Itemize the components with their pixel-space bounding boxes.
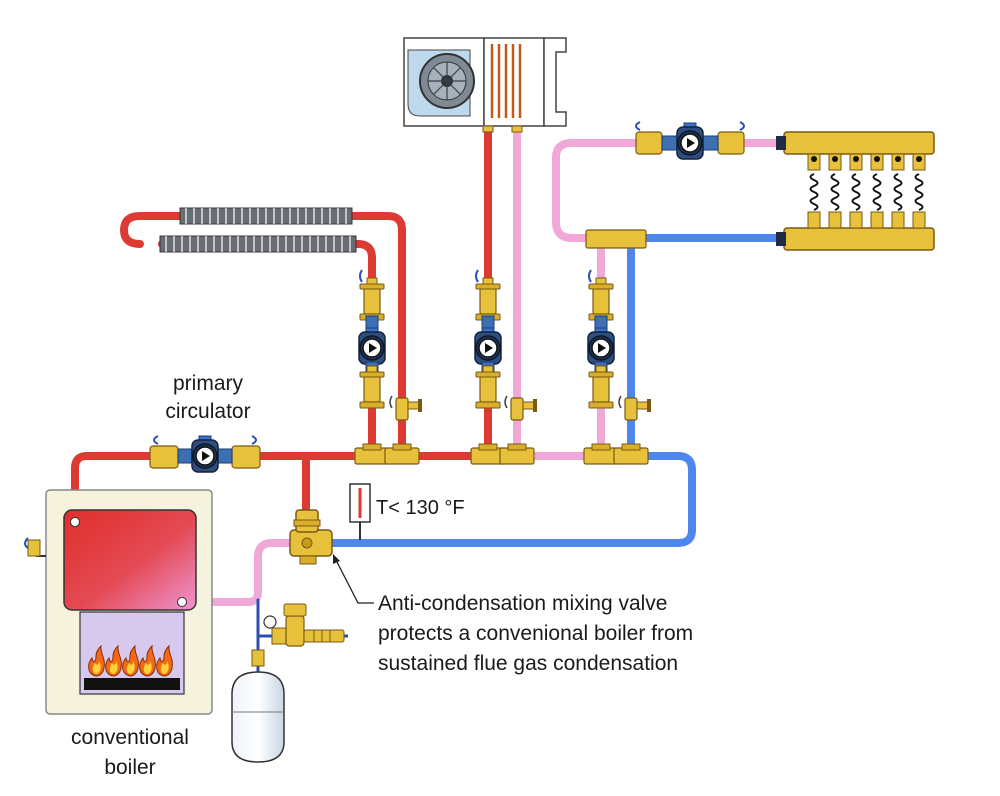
annotation-arrowhead [333, 554, 340, 564]
thermometer-icon [349, 483, 371, 540]
fill-valve-icon [258, 603, 348, 647]
closely-spaced-tees-icon [354, 229, 649, 465]
annotation-line1: Anti-condensation mixing valve [378, 592, 668, 615]
fan-coil-icon [403, 37, 567, 133]
primary-circulator-icon [149, 435, 261, 473]
radiant-zone-circulator-icon [587, 269, 615, 409]
conventional-boiler-icon [24, 489, 213, 715]
manifold-icon [776, 131, 935, 251]
baseboard-icon [159, 207, 357, 253]
annotation-leader-line [335, 559, 374, 604]
piping [71, 124, 794, 678]
boiler-label-line1: conventional [71, 726, 189, 749]
baseboard-zone-circulator-icon [358, 269, 386, 409]
expansion-tank-icon [231, 649, 285, 763]
primary-circulator-label-line1: primary [173, 372, 244, 395]
annotation-line2: protects a convenional boiler from [378, 622, 693, 645]
fan-coil-zone-circulator-icon [474, 269, 502, 409]
annotation-line3: sustained flue gas condensation [378, 652, 678, 675]
manifold-circulator-icon [635, 121, 745, 160]
mixing-valve-icon [289, 509, 333, 565]
primary-circulator-label-line2: circulator [165, 400, 250, 423]
temperature-label: T< 130 °F [376, 497, 465, 519]
boiler-label-line2: boiler [104, 756, 155, 779]
